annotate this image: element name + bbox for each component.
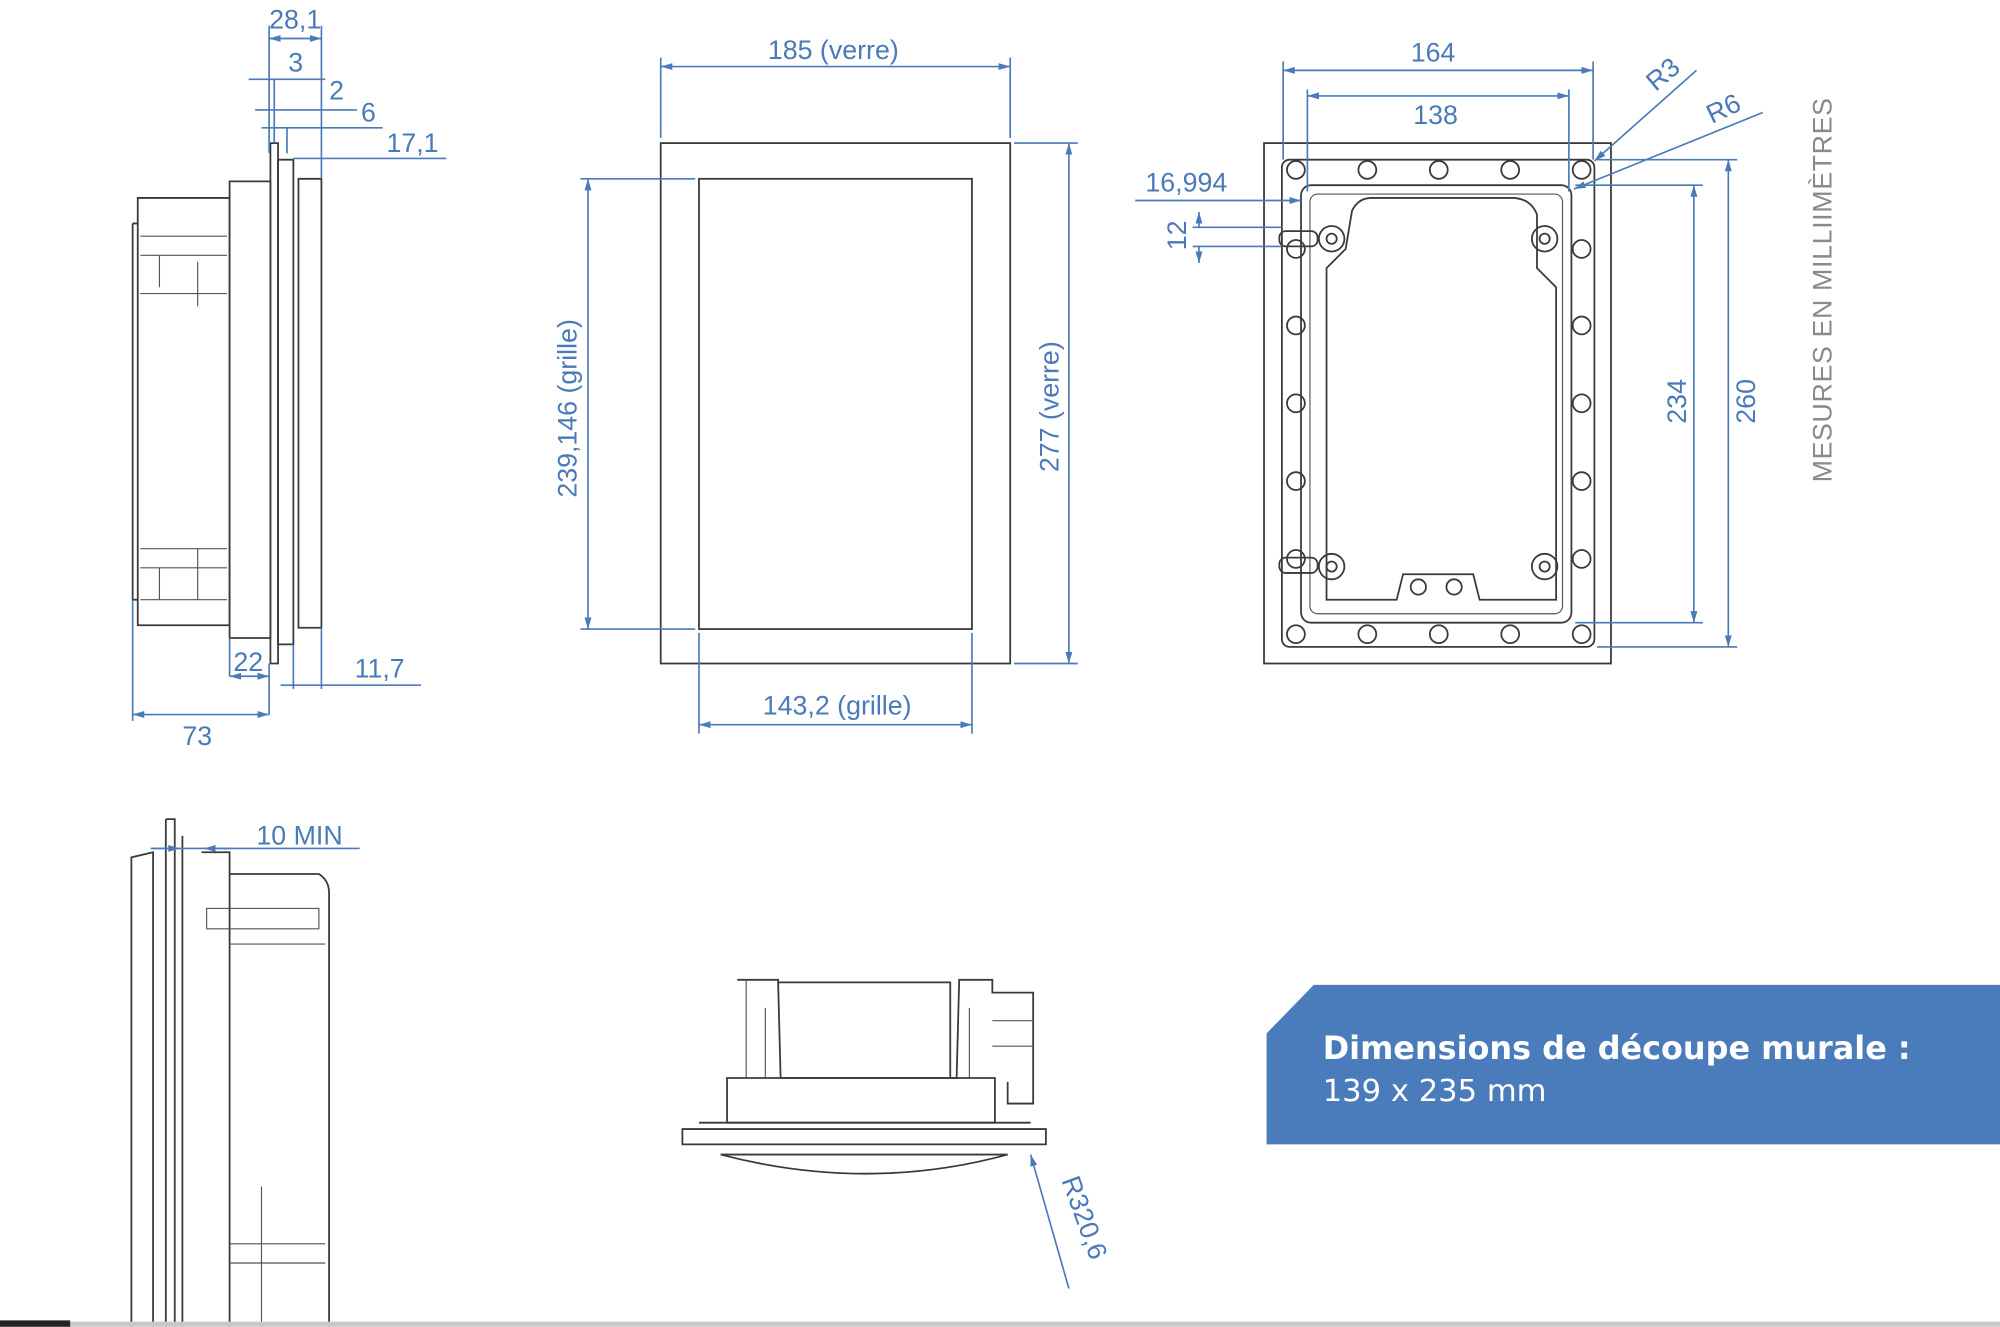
bottom-edge-divider [0,1321,2000,1327]
dim-73: 73 [182,721,212,751]
dim-164: 164 [1411,37,1456,67]
side-view: 28,1 3 2 6 17,1 22 11,7 73 [131,4,447,751]
dim-138: 138 [1413,100,1458,130]
section-view: 10 MIN [130,818,360,1327]
dim-r3: R3 [1640,52,1685,97]
dim-239-grille: 239,146 (grille) [553,319,583,498]
dim-r6: R6 [1702,88,1746,130]
dim-16-994: 16,994 [1145,168,1227,198]
dim-185-verre: 185 (verre) [768,35,899,65]
dim-r320-6: R320,6 [1056,1172,1114,1263]
banner-title: Dimensions de découpe murale : [1323,1029,1911,1067]
bottom-view: R320,6 [681,978,1114,1289]
bottom-edge-marker [0,1320,71,1327]
cutout-banner: Dimensions de découpe murale : 139 x 235… [1266,984,2000,1145]
dim-260: 260 [1731,379,1761,424]
units-note: MESURES EN MILLIIMÈTRES [1808,97,1838,482]
dim-10-min: 10 MIN [256,821,342,851]
banner-value: 139 x 235 mm [1323,1074,1547,1109]
dim-2: 2 [329,76,344,106]
dim-6: 6 [361,97,376,127]
dim-11-7: 11,7 [355,654,405,684]
front-view: 185 (verre) 239,146 (grille) 277 (verre)… [553,35,1078,734]
dim-277-verre: 277 (verre) [1035,341,1065,472]
dim-3: 3 [288,48,303,78]
dim-22: 22 [233,647,263,677]
dim-28-1: 28,1 [269,4,321,34]
dim-12: 12 [1162,220,1192,250]
dim-143-grille: 143,2 (grille) [763,691,912,721]
back-view: 164 138 R3 R6 16,994 12 234 260 MESURES … [1135,37,1838,665]
dim-234: 234 [1662,379,1692,424]
dim-17-1: 17,1 [386,128,438,158]
